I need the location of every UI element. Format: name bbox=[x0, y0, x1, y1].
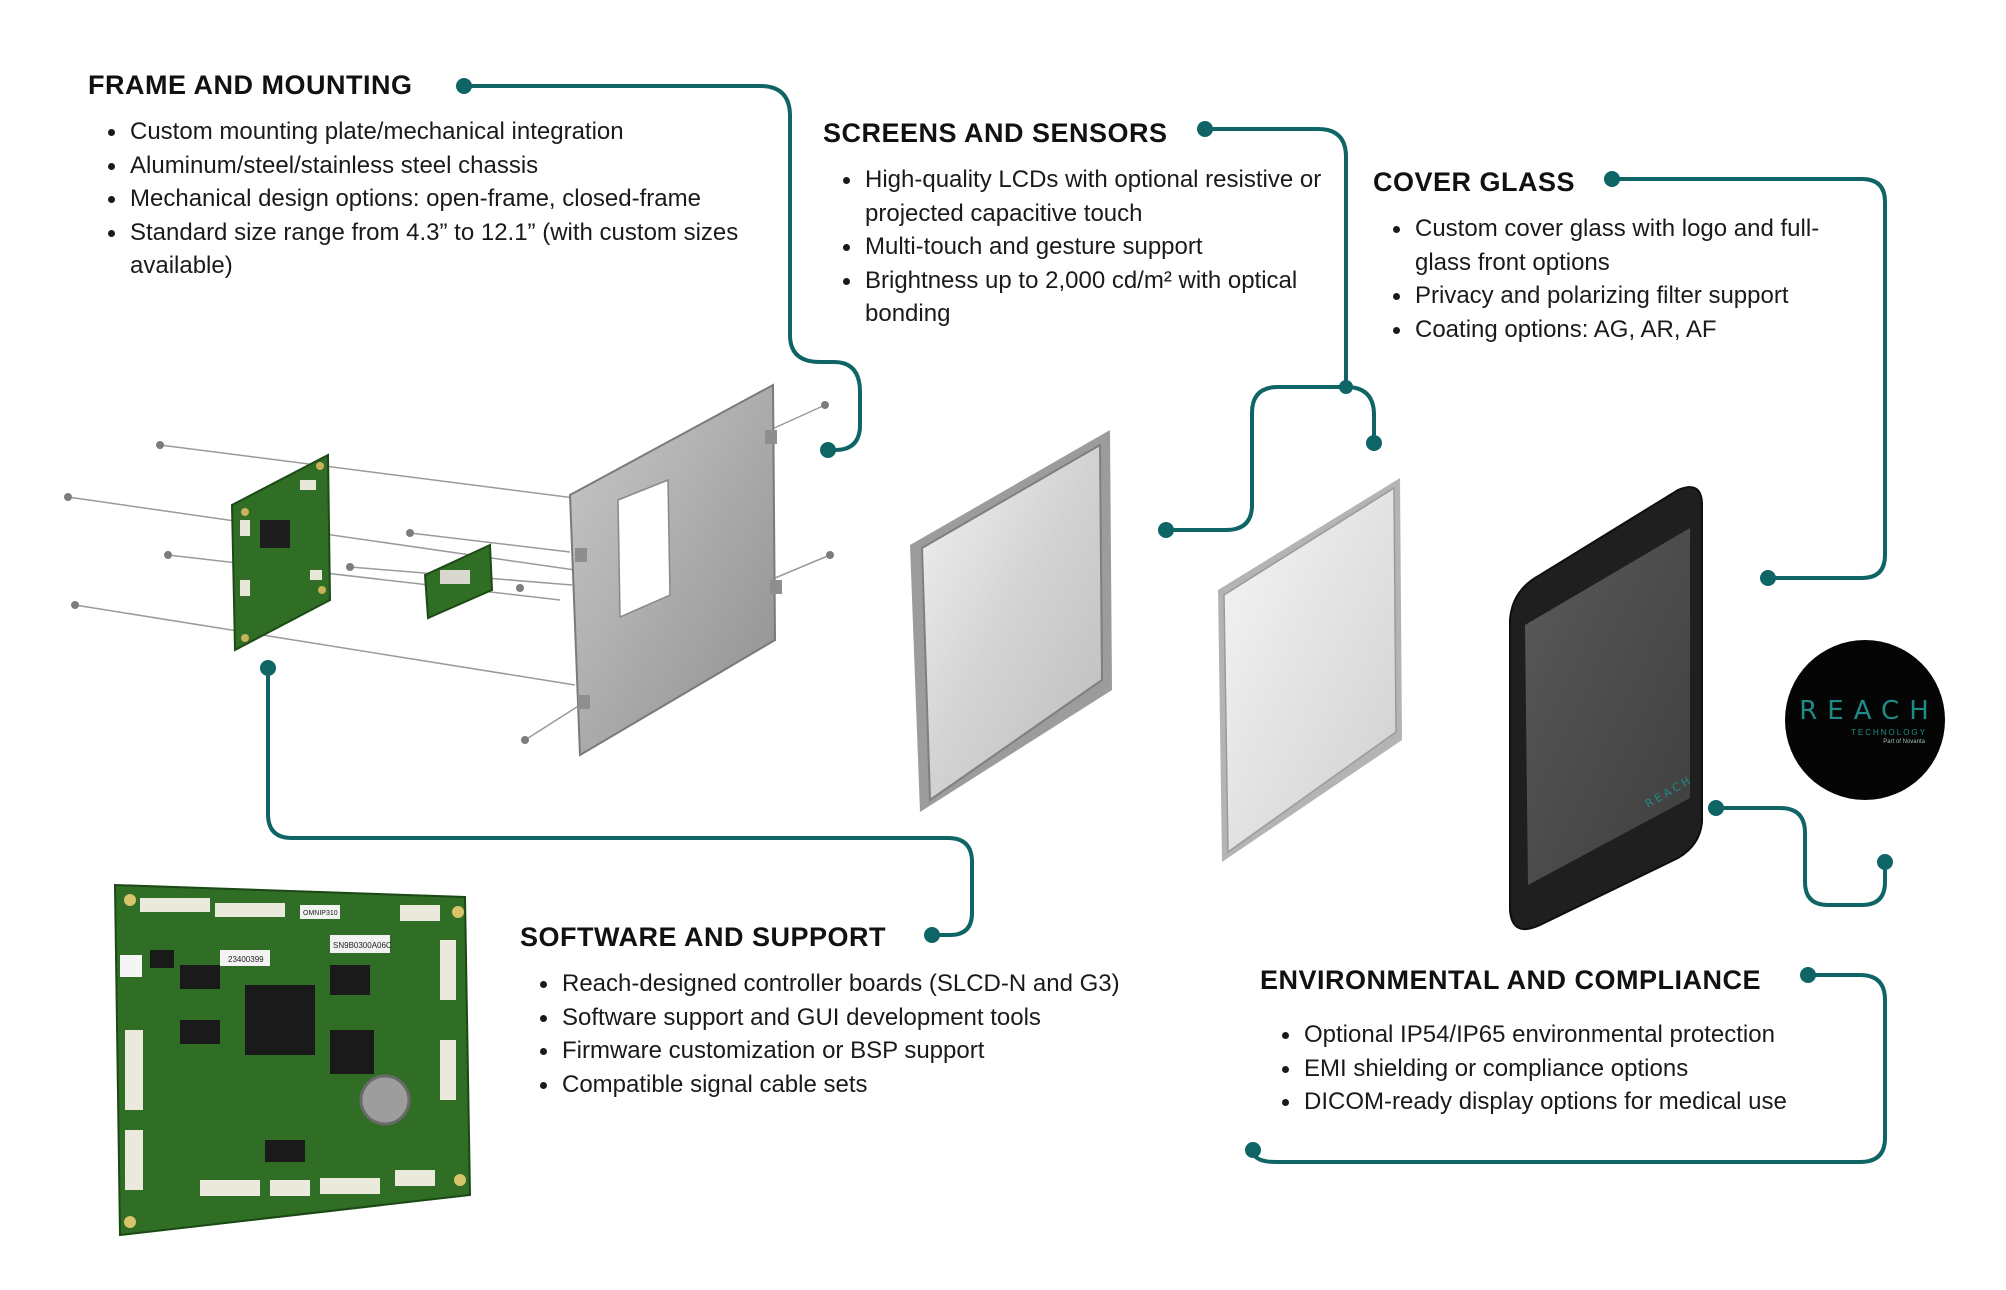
list-item: Multi-touch and gesture support bbox=[843, 230, 1343, 264]
cover-glass-block: COVER GLASS Custom cover glass with logo… bbox=[1373, 167, 1873, 346]
frame-list: Custom mounting plate/mechanical integra… bbox=[88, 115, 808, 283]
finished-display: REACH bbox=[1509, 486, 1703, 930]
list-item: High-quality LCDs with optional resistiv… bbox=[843, 163, 1343, 230]
software-list: Reach-designed controller boards (SLCD-N… bbox=[520, 967, 1240, 1101]
small-controller-board bbox=[230, 453, 332, 652]
software-and-support-block: SOFTWARE AND SUPPORT Reach-designed cont… bbox=[520, 922, 1240, 1101]
list-item: Coating options: AG, AR, AF bbox=[1393, 313, 1873, 347]
board-label-1: 23400399 bbox=[228, 955, 264, 964]
list-item: Mechanical design options: open-frame, c… bbox=[108, 182, 808, 216]
screens-list: High-quality LCDs with optional resistiv… bbox=[823, 163, 1343, 331]
list-item: Optional IP54/IP65 environmental protect… bbox=[1282, 1018, 1900, 1052]
list-item: DICOM-ready display options for medical … bbox=[1282, 1085, 1900, 1119]
list-item: Custom cover glass with logo and full-gl… bbox=[1393, 212, 1845, 279]
mounting-plate bbox=[568, 383, 782, 757]
list-item: Privacy and polarizing filter support bbox=[1393, 279, 1873, 313]
cover-title: COVER GLASS bbox=[1373, 167, 1576, 197]
large-controller-board: 23400399 SN9B0300A06C OMNIP310 bbox=[113, 883, 472, 1237]
screens-title: SCREENS AND SENSORS bbox=[823, 118, 1168, 148]
list-item: Aluminum/steel/stainless steel chassis bbox=[108, 149, 808, 183]
screens-and-sensors-block: SCREENS AND SENSORS High-quality LCDs wi… bbox=[823, 118, 1343, 331]
list-item: Brightness up to 2,000 cd/m² with optica… bbox=[843, 264, 1305, 331]
software-title: SOFTWARE AND SUPPORT bbox=[520, 922, 887, 952]
list-item: Custom mounting plate/mechanical integra… bbox=[108, 115, 808, 149]
frame-and-mounting-block: FRAME AND MOUNTING Custom mounting plate… bbox=[88, 70, 808, 283]
interface-board bbox=[423, 543, 494, 620]
list-item: Software support and GUI development too… bbox=[540, 1001, 1240, 1035]
list-item: Firmware customization or BSP support bbox=[540, 1034, 1240, 1068]
reach-technology-logo: REACH TECHNOLOGY Part of Novanta bbox=[1785, 640, 1945, 800]
lcd-module bbox=[910, 430, 1112, 812]
board-label-3: OMNIP310 bbox=[303, 910, 338, 917]
list-item: Reach-designed controller boards (SLCD-N… bbox=[540, 967, 1240, 1001]
list-item: EMI shielding or compliance options bbox=[1282, 1052, 1900, 1086]
logo-wordmark: REACH bbox=[1799, 695, 1939, 726]
logo-subtitle: TECHNOLOGY bbox=[1850, 727, 1927, 737]
environment-list: Optional IP54/IP65 environmental protect… bbox=[1260, 1018, 1900, 1119]
environment-title: ENVIRONMENTAL AND COMPLIANCE bbox=[1260, 965, 1762, 995]
board-label-2: SN9B0300A06C bbox=[333, 941, 392, 950]
cover-list: Custom cover glass with logo and full-gl… bbox=[1373, 212, 1873, 346]
environmental-and-compliance-block: ENVIRONMENTAL AND COMPLIANCE Optional IP… bbox=[1260, 965, 1900, 1119]
frame-title: FRAME AND MOUNTING bbox=[88, 70, 413, 100]
touch-sensor-panel bbox=[1218, 478, 1402, 862]
list-item: Standard size range from 4.3” to 12.1” (… bbox=[108, 216, 760, 283]
logo-tagline: Part of Novanta bbox=[1883, 738, 1925, 745]
list-item: Compatible signal cable sets bbox=[540, 1068, 1240, 1102]
